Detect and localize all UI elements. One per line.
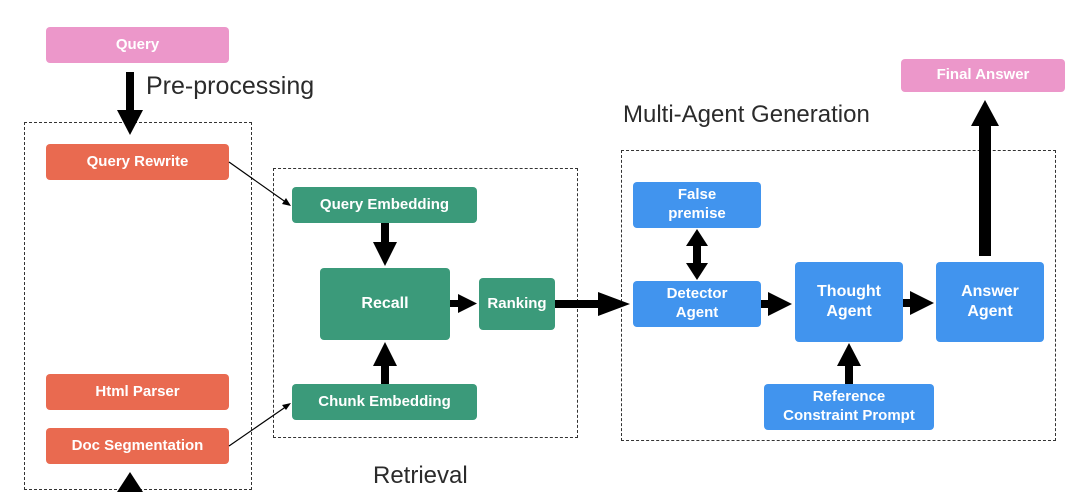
generation-region — [621, 150, 1056, 441]
arrow-thought-to-answer — [903, 291, 934, 315]
detector-agent-node: Detector Agent — [633, 281, 761, 327]
retrieval-label: Retrieval — [373, 462, 468, 489]
thought-agent-line1: Thought — [817, 283, 881, 300]
arrow-false-premise-detector — [686, 229, 708, 280]
answer-agent-line2: Agent — [967, 303, 1013, 320]
arrow-chunk-embedding-to-recall — [373, 342, 397, 384]
final-answer-node: Final Answer — [901, 59, 1065, 92]
detector-agent-line2: Agent — [675, 304, 719, 321]
false-premise-line1: False — [677, 186, 717, 204]
chunk-embedding-node: Chunk Embedding — [292, 384, 477, 420]
arrow-detector-to-thought — [761, 292, 792, 316]
thought-agent-node: Thought Agent — [795, 262, 903, 342]
reference-constraint-node: Reference Constraint Prompt — [764, 384, 934, 430]
arrow-input-to-segmentation — [117, 472, 143, 492]
preprocessing-label: Pre-processing — [146, 72, 315, 100]
arrow-answer-to-final — [971, 100, 999, 256]
doc-segmentation-node: Doc Segmentation — [46, 428, 229, 464]
false-premise-line2: premise — [668, 205, 726, 222]
false-premise-node: False premise — [633, 182, 761, 228]
arrow-query-embedding-to-recall — [373, 223, 397, 266]
thought-agent-line2: Agent — [826, 303, 872, 320]
link-rewrite-to-query-embedding — [228, 161, 291, 206]
query-rewrite-node: Query Rewrite — [46, 144, 229, 180]
arrow-ranking-to-detector — [555, 292, 630, 316]
html-parser-node: Html Parser — [46, 374, 229, 410]
generation-label: Multi-Agent Generation — [623, 101, 870, 128]
arrow-query-to-rewrite — [117, 72, 143, 135]
answer-agent-node: Answer Agent — [936, 262, 1044, 342]
arrow-reference-to-thought — [837, 343, 861, 384]
query-embedding-node: Query Embedding — [292, 187, 477, 223]
ranking-node: Ranking — [479, 278, 555, 330]
detector-agent-line1: Detector — [666, 285, 728, 303]
query-node: Query — [46, 27, 229, 63]
answer-agent-line1: Answer — [961, 283, 1019, 300]
reference-line1: Reference — [812, 388, 886, 406]
reference-line2: Constraint Prompt — [783, 407, 915, 424]
arrow-recall-to-ranking — [450, 294, 477, 313]
link-segmentation-to-chunk-embedding — [228, 403, 291, 447]
recall-node: Recall — [320, 268, 450, 340]
